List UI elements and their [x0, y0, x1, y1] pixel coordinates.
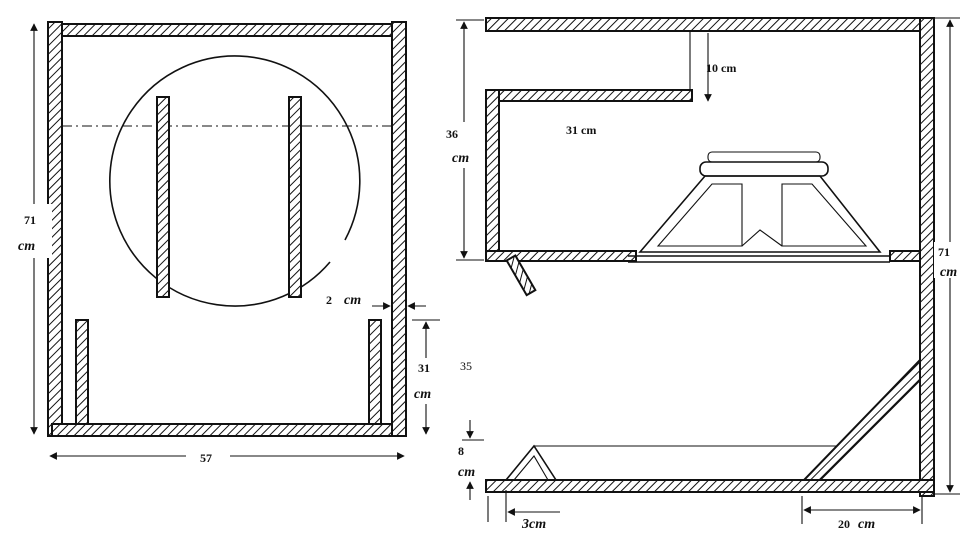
- front-slot-height-unit: cm: [414, 387, 431, 402]
- speaker-driver: [628, 151, 890, 263]
- side-brace-unit: cm: [858, 517, 875, 532]
- front-bottom-panel: [51, 423, 393, 437]
- side-top-panel: [485, 17, 935, 32]
- side-shelf: [485, 89, 693, 102]
- side-diagonal-brace: [801, 357, 921, 481]
- side-chamber-wall: [485, 89, 500, 259]
- side-top-height-unit: cm: [452, 151, 469, 166]
- detail-circle: [62, 55, 392, 307]
- side-bottom-gap-value: 8: [458, 444, 464, 458]
- side-bottom-gap-unit: cm: [458, 465, 475, 480]
- front-top-panel: [61, 23, 393, 37]
- side-ramp: [505, 444, 557, 481]
- side-top-height-value: 36: [446, 127, 458, 141]
- front-inner-right-slot: [368, 319, 382, 425]
- side-mid-value: 35: [460, 359, 472, 373]
- side-total-height-unit: cm: [940, 265, 957, 280]
- side-right-wall: [919, 17, 935, 497]
- side-shelf-gap-value: 10 cm: [706, 61, 736, 75]
- front-right-wall: [391, 21, 407, 437]
- front-gap-unit: cm: [344, 293, 361, 308]
- side-ramp-value: 3cm: [521, 517, 546, 532]
- side-view: 36 cm 10 cm 31 cm 71 cm 35 8 cm 3cm 20: [446, 17, 972, 532]
- side-brace-value: 20: [838, 517, 850, 531]
- front-view: 71 cm 57 2 cm 31 cm: [18, 21, 440, 465]
- front-height-unit: cm: [18, 239, 35, 254]
- front-slot-height-value: 31: [418, 361, 430, 375]
- front-inner-left-slot: [75, 319, 89, 425]
- front-height-value: 71: [24, 213, 36, 227]
- side-total-height-value: 71: [938, 245, 950, 259]
- side-bottom-panel: [485, 479, 935, 493]
- side-shelf-depth-value: 31 cm: [566, 123, 596, 137]
- front-width-value: 57: [200, 451, 212, 465]
- front-gap-value: 2: [326, 293, 332, 307]
